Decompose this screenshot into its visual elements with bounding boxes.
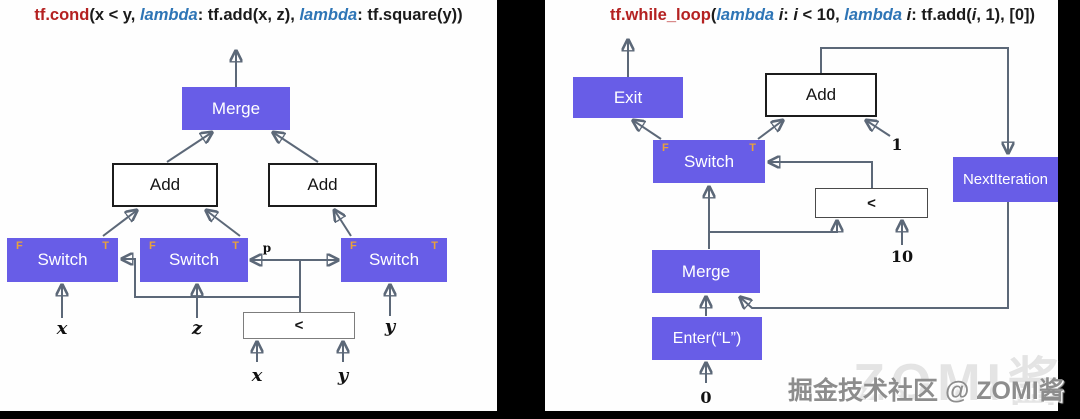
while-loop-title: tf.while_loop(lambda i: i < 10, lambda i… [545,6,1058,25]
title-segment: , 1), [0]) [976,6,1035,24]
title-segment: : tf.square(y)) [357,6,463,24]
title-segment: i [971,6,977,24]
cond-title: tf.cond(x < y, lambda: tf.add(x, z), lam… [0,6,497,25]
loop-merge-label: Merge [681,261,731,281]
exit-node: Exit [573,77,683,118]
switch-node: F T Switch [653,140,765,183]
limit-ten-label: 10 [890,247,914,266]
while-edges-layer [545,0,1058,383]
cond-diagram-panel: tf.cond(x < y, lambda: tf.add(x, z), lam… [0,0,497,411]
while-loop-diagram-panel: tf.while_loop(lambda i: i < 10, lambda i… [545,0,1064,412]
predicate-p-label: p [262,241,272,255]
add-true-branch-node: Add [112,163,218,207]
title-segment: : [783,6,794,24]
switch-z-label: Switch [168,250,220,269]
merge-node-label: Merge [211,98,261,118]
switch-z-false-port: F [149,240,156,252]
loop-merge-node: Merge [652,250,760,293]
title-segment: < 10, [797,6,845,24]
switch-true-port: T [749,142,756,154]
watermark-background: ZOMI酱 [853,354,1065,412]
title-segment: lambda [844,6,907,24]
add-node-label: Add [805,85,837,104]
enter-node: Enter(“L”) [652,317,762,360]
add-false-branch-node: Add [268,163,377,207]
init-zero-label: 0 [700,388,712,407]
title-segment: tf.while_loop [609,6,711,24]
title-segment: lambda [139,6,198,24]
add-node: Add [765,73,877,117]
title-segment: i [778,6,784,24]
switch-false-port: F [662,142,669,154]
title-segment: : tf.add(x, z), [197,6,300,24]
title-segment: i [906,6,912,24]
loop-less-than-label: < [867,194,876,212]
switch-x-true-port: T [102,240,109,252]
switch-x-node: F T Switch [7,238,118,282]
watermark-text: 掘金技术社区 @ ZOMI酱 [788,377,1064,405]
next-iteration-label: NextIteration [962,171,1049,188]
loop-less-than-node: < [815,188,928,218]
switch-z-true-port: T [232,240,239,252]
title-segment: : tf.add( [911,6,972,24]
switch-node-label: Switch [683,151,735,171]
switch-x-label: Switch [37,250,88,269]
y-input-label: y [384,316,396,337]
switch-y-false-port: F [350,240,357,252]
cond-graph-edges [62,52,390,362]
cond-edges-layer [0,0,497,362]
switch-y-node: F T Switch [341,238,447,282]
add-true-branch-label: Add [149,175,181,194]
less-than-node: < [243,312,355,339]
x-input-label: x [56,318,68,339]
predicate-y-label: y [337,365,349,386]
title-segment: lambda [716,6,779,24]
increment-one-label: 1 [891,135,903,154]
less-than-label: < [294,317,304,334]
z-input-label: z [191,318,203,339]
switch-y-label: Switch [368,250,420,269]
switch-z-node: F T Switch [140,238,248,282]
title-segment: i [793,6,798,24]
enter-node-label: Enter(“L”) [672,329,742,347]
switch-x-false-port: F [16,240,23,252]
title-segment: tf.cond [34,6,90,24]
title-segment: ( [710,6,717,24]
merge-node: Merge [182,87,290,130]
title-segment: lambda [299,6,358,24]
next-iteration-node: NextIteration [953,157,1058,202]
title-segment: (x < y, [89,6,140,24]
while-graph-edges [628,41,1008,383]
exit-node-label: Exit [613,87,643,107]
add-false-branch-label: Add [307,175,338,194]
switch-y-true-port: T [431,240,438,252]
predicate-x-label: x [251,365,263,386]
